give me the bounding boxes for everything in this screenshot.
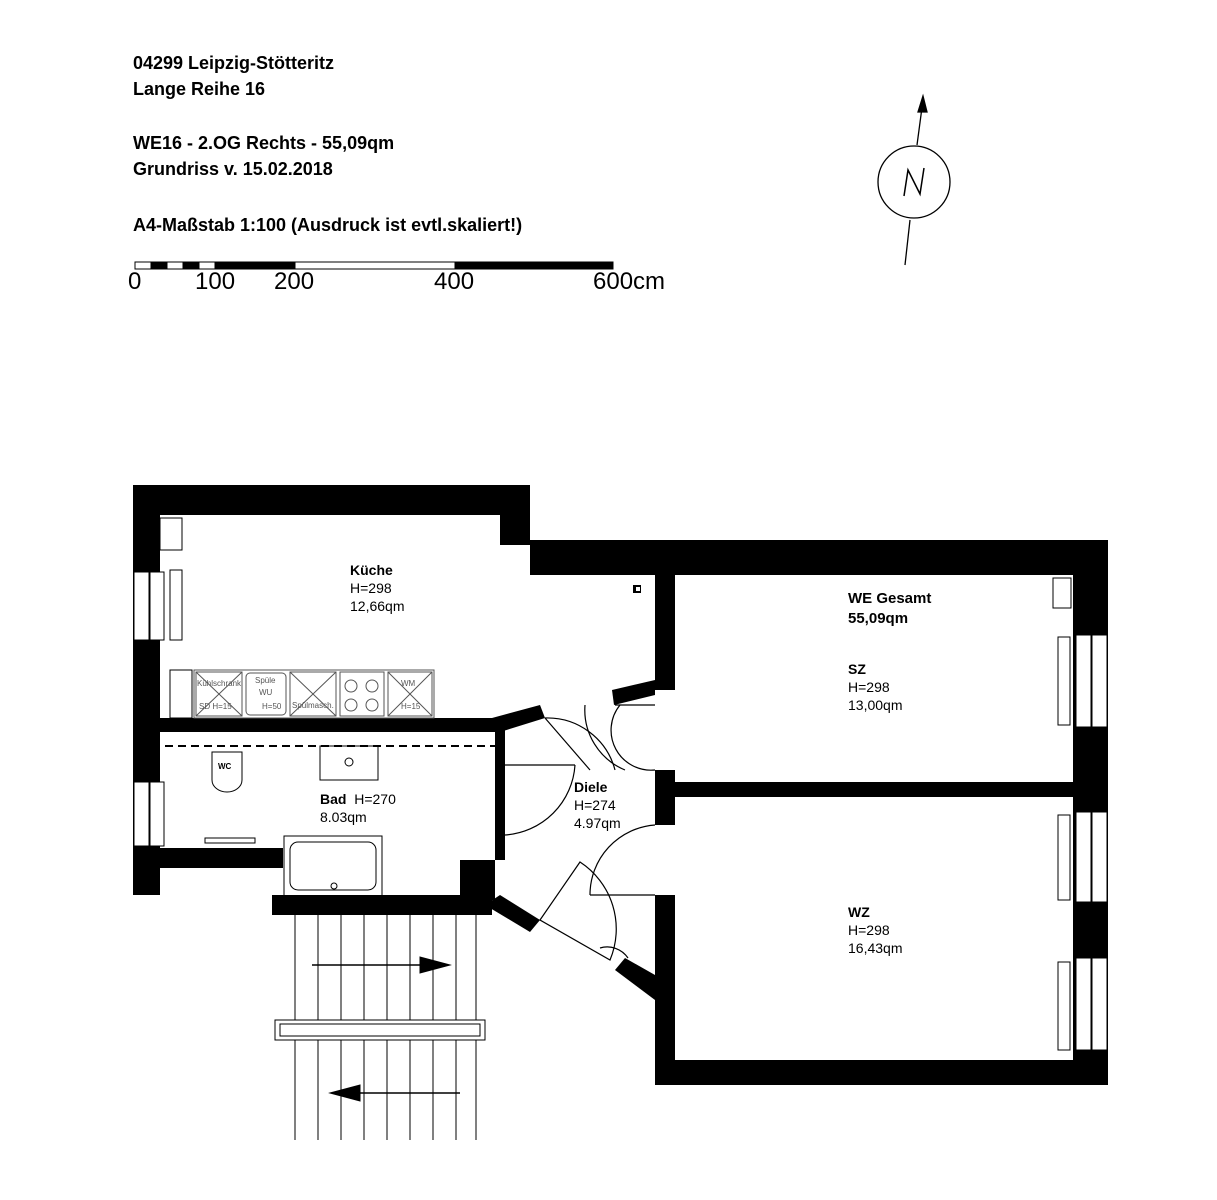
sink-label: Spüle — [255, 676, 276, 685]
address-line-2: Lange Reihe 16 — [133, 79, 266, 99]
room-area: 13,00qm — [848, 697, 903, 713]
room-height: H=298 — [350, 580, 392, 596]
room-height: H=298 — [848, 922, 890, 938]
room-area: 8.03qm — [320, 809, 367, 825]
scale-label-100: 100 — [195, 268, 236, 295]
room-name: SZ — [848, 661, 866, 677]
sink-height: H=50 — [262, 702, 282, 711]
fridge-note: SD H=15 — [199, 702, 232, 711]
kitchen-counter — [193, 669, 435, 719]
sink-sub: WU — [259, 688, 273, 697]
total-title: WE Gesamt — [848, 590, 932, 607]
scale-bar — [134, 261, 614, 270]
room-height: H=298 — [848, 679, 890, 695]
room-name: Küche — [350, 562, 393, 578]
room-sz: SZ H=298 13,00qm — [848, 660, 902, 714]
room-height: H=270 — [354, 791, 396, 807]
room-height: H=274 — [574, 797, 616, 813]
staircase — [274, 915, 486, 1140]
scale-label-0: 0 — [128, 268, 142, 295]
unit-line: WE16 - 2.OG Rechts - 55,09qm — [133, 133, 395, 153]
wc-label: WC — [218, 762, 232, 771]
walls — [133, 485, 1108, 1085]
room-diele: Diele H=274 4.97qm — [574, 778, 621, 832]
windows — [133, 517, 1108, 1051]
fridge-label: Kühlschrank — [197, 679, 242, 688]
scale-label-200: 200 — [274, 268, 315, 295]
washer-height: H=15 — [401, 702, 421, 711]
plan-date: Grundriss v. 15.02.2018 — [133, 159, 333, 179]
scale-label-400: 400 — [434, 268, 475, 295]
room-area: 16,43qm — [848, 940, 903, 956]
room-area: 4.97qm — [574, 815, 621, 831]
room-name: WZ — [848, 904, 870, 920]
washer-label: WM — [401, 679, 416, 688]
dishwasher-label: Spülmasch. — [292, 701, 334, 710]
address-line-1: 04299 Leipzig-Stötteritz — [133, 53, 335, 73]
doors — [504, 704, 656, 961]
room-wz: WZ H=298 16,43qm — [848, 903, 902, 957]
room-kueche: Küche H=298 12,66qm — [350, 561, 404, 615]
room-name: Diele — [574, 779, 608, 795]
bathroom-fixtures — [165, 745, 498, 897]
north-arrow-icon — [877, 93, 951, 266]
room-bad: Bad H=270 8.03qm — [320, 790, 396, 826]
scale-label-600: 600cm — [593, 268, 666, 295]
room-name: Bad — [320, 791, 347, 807]
scale-note: A4-Maßstab 1:100 (Ausdruck ist evtl.skal… — [133, 215, 523, 235]
total-area: 55,09qm — [848, 610, 909, 627]
room-area: 12,66qm — [350, 598, 405, 614]
